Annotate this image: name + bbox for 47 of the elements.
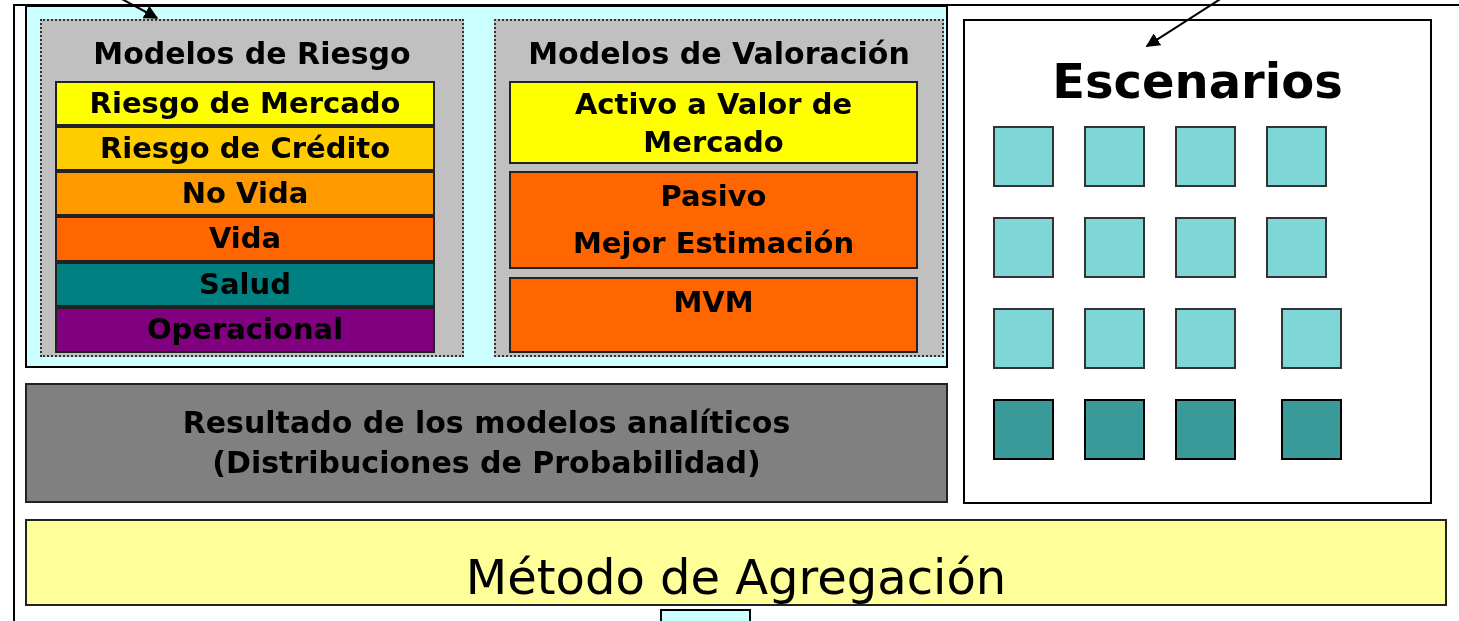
box-label: MVM	[673, 284, 754, 321]
scenario-square	[1175, 308, 1236, 369]
box-label: Modelos de Valoración	[528, 35, 910, 73]
scenario-square	[1084, 399, 1145, 460]
box-label: Riesgo de Crédito	[99, 129, 391, 167]
model-box	[55, 171, 435, 216]
scenario-square	[1175, 217, 1236, 278]
box-label: Vida	[208, 220, 282, 258]
scenario-square	[1281, 308, 1342, 369]
model-box	[55, 216, 435, 262]
box-label: Método de Agregación	[465, 550, 1007, 604]
scenario-square	[993, 126, 1054, 187]
box-label: Salud	[199, 265, 291, 303]
scenario-square	[1084, 217, 1145, 278]
scenario-square	[993, 308, 1054, 369]
box-label: Riesgo de Mercado	[89, 84, 401, 122]
scenario-square	[1084, 308, 1145, 369]
model-box	[55, 81, 435, 126]
scenario-square	[1084, 126, 1145, 187]
scenario-square	[1281, 399, 1342, 460]
model-box	[55, 262, 435, 307]
result-box	[25, 383, 948, 503]
model-box	[509, 81, 918, 164]
box-label: Mejor Estimación	[572, 224, 855, 262]
box-label: No Vida	[181, 174, 309, 212]
box-label: Modelos de Riesgo	[93, 35, 411, 73]
group-box	[494, 19, 944, 357]
box-label: Pasivo	[660, 178, 767, 215]
box-label: Resultado de los modelos analíticos (Distribuciones de Probabilidad)	[181, 404, 792, 482]
model-box	[55, 126, 435, 171]
group-box	[40, 19, 464, 357]
scenario-square	[993, 217, 1054, 278]
aggregation-box	[25, 519, 1447, 606]
model-box	[509, 277, 918, 353]
box-label: Operacional	[146, 311, 344, 349]
scenario-square	[1175, 126, 1236, 187]
scenario-square	[1266, 217, 1327, 278]
box-label: Activo a Valor de Mercado	[573, 85, 854, 161]
model-box	[509, 171, 918, 269]
models-panel	[25, 5, 948, 368]
model-box	[55, 307, 435, 353]
scenario-square	[1266, 126, 1327, 187]
scenario-square	[1175, 399, 1236, 460]
box-label: Escenarios	[1052, 52, 1343, 111]
scenarios-box	[963, 19, 1432, 504]
scenario-square	[993, 399, 1054, 460]
arrow	[1145, 0, 1223, 48]
